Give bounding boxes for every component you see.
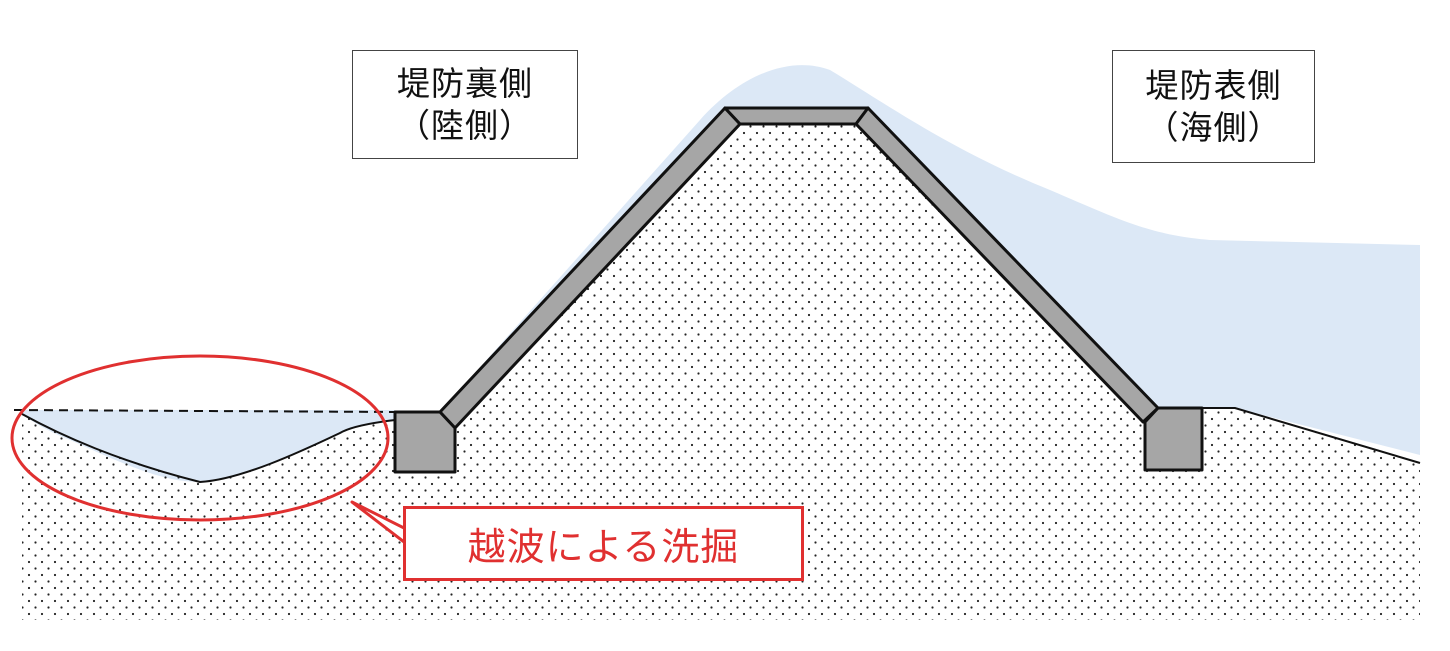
sea-side-subtitle: （海側） [1145,107,1282,147]
scour-highlight-ellipse [10,354,390,522]
crown-armor [723,106,870,126]
scour-callout-label: 越波による洗掘 [403,506,804,581]
ponded-water [22,410,395,482]
original-ground-dashed-line [13,409,396,413]
sea-toe-block [1143,406,1204,472]
sea-side-title: 堤防表側 [1145,66,1282,106]
sea-ground-line [1200,407,1421,464]
land-side-subtitle: （陸側） [397,105,533,145]
scour-surface-line [21,413,396,484]
scour-callout-text: 越波による洗掘 [467,525,740,569]
embankment-soil [22,115,1420,620]
sea-side-label-box: 堤防表側 （海側） [1112,50,1315,163]
land-side-title: 堤防裏側 [397,64,533,104]
sea-slope-armor [854,106,1160,424]
land-side-label-box: 堤防裏側 （陸側） [352,50,578,159]
land-toe-block [393,410,457,474]
